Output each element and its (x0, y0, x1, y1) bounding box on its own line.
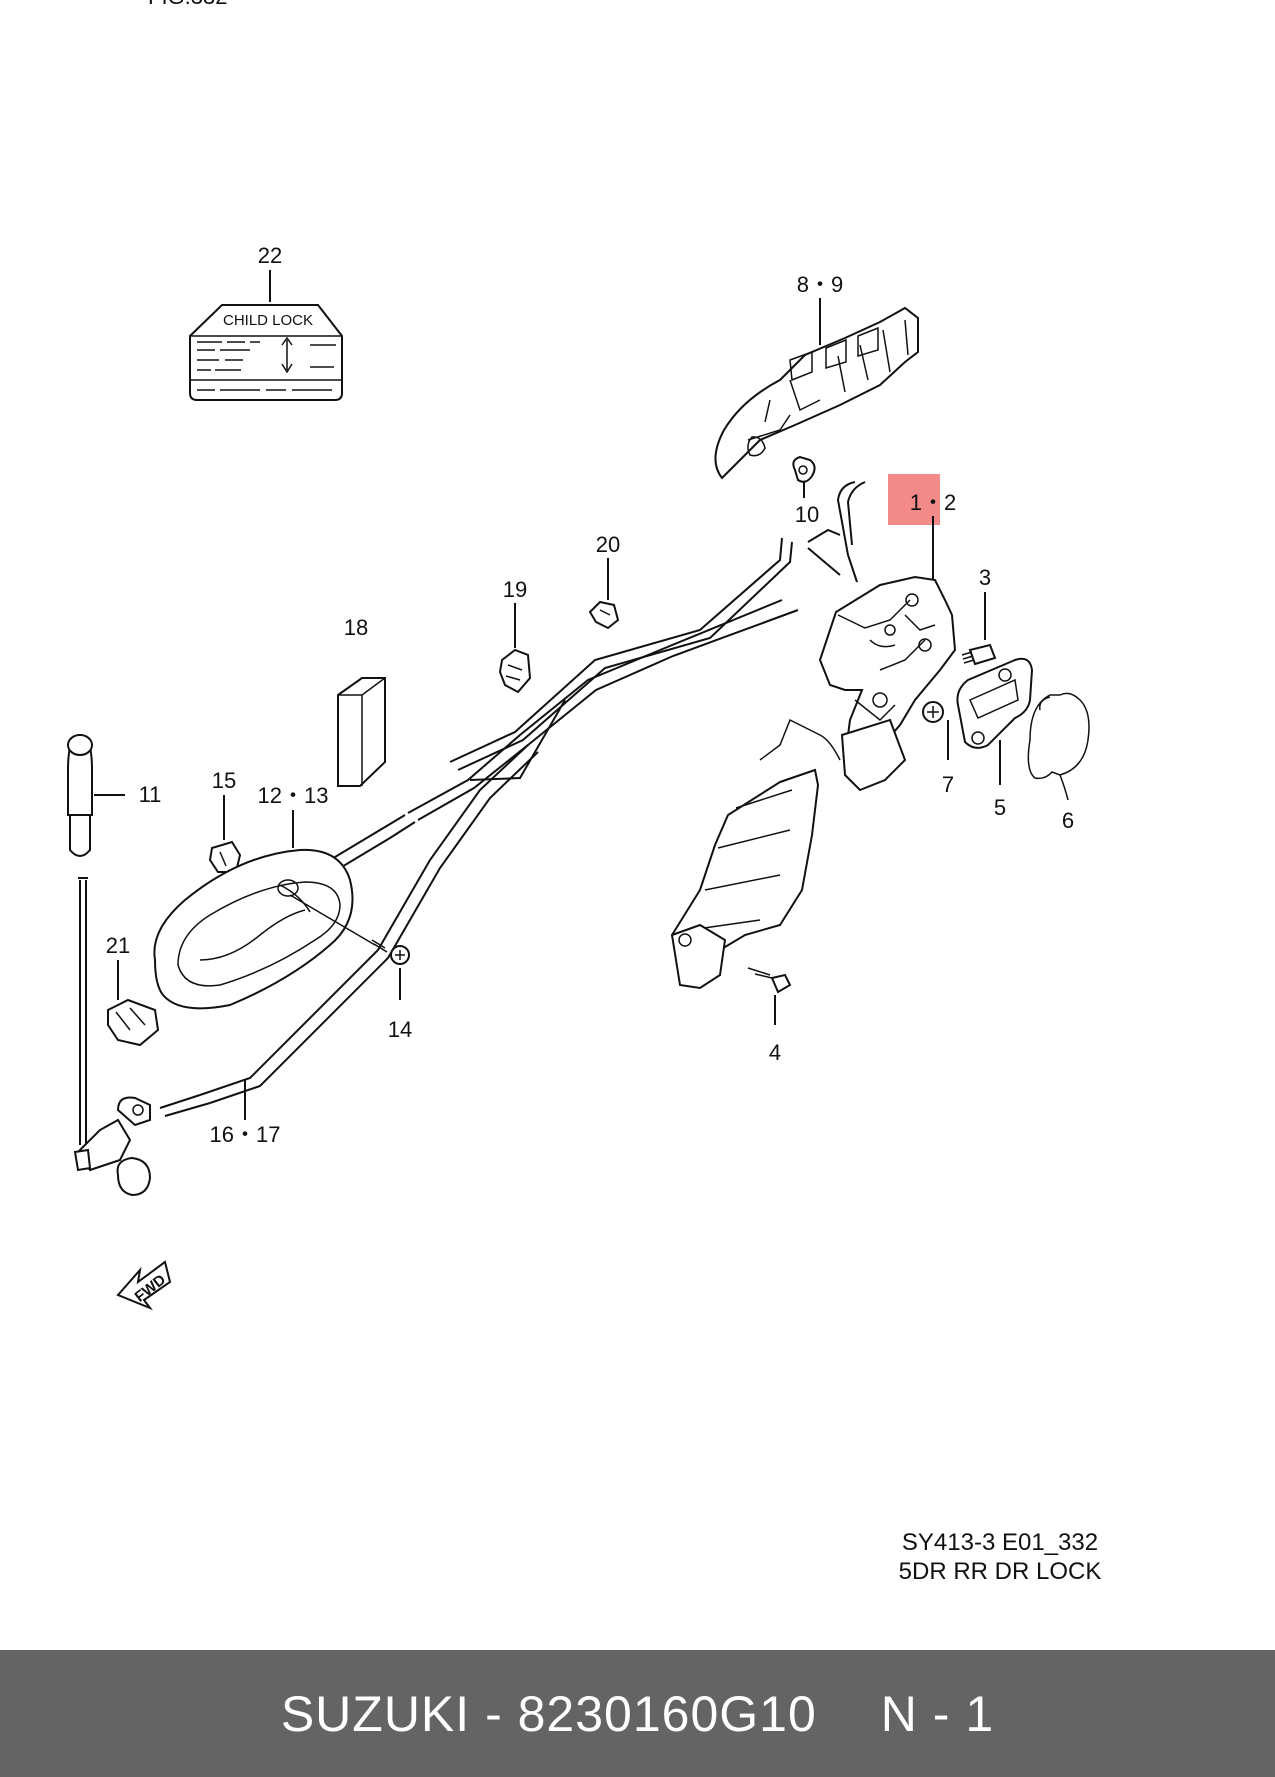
part-21-clip-rod: 21 (78, 877, 160, 1145)
figure-title-fragment: FIG.332 (148, 0, 227, 9)
callout-11: 11 (139, 782, 162, 807)
part-18-pad: 18 (337, 615, 386, 787)
footer-bar: SUZUKI - 8230160G10 N - 1 (0, 1650, 1275, 1777)
callout-15: 15 (212, 768, 236, 793)
part-12-13-inside-handle: 12・13 (153, 783, 354, 1010)
callout-1-2: 1・2 (910, 490, 956, 515)
part-4-bolt-actuator: 4 (670, 718, 841, 1065)
footer-position: N - 1 (880, 1685, 995, 1742)
part-11-lock-knob: 11 (67, 733, 162, 857)
footer-separator: - (470, 1685, 518, 1742)
callout-22: 22 (258, 243, 282, 268)
callout-14: 14 (388, 1017, 412, 1042)
child-lock-text: CHILD LOCK (223, 312, 313, 329)
callout-19: 19 (503, 577, 527, 602)
callout-18: 18 (344, 615, 368, 640)
callout-4: 4 (769, 1040, 781, 1065)
part-6-gasket: 6 (1027, 692, 1090, 833)
footer-brand: SUZUKI (280, 1685, 471, 1742)
highlight-marker (888, 474, 940, 525)
part-3-screw: 3 (961, 565, 997, 666)
part-20-clip: 20 (588, 532, 620, 630)
fwd-arrow-icon: FWD (116, 1260, 172, 1311)
part-10-clip: 10 (792, 455, 819, 527)
callout-20: 20 (596, 532, 620, 557)
footer-part-number: 8230160G10 (517, 1685, 817, 1742)
callout-8-9: 8・9 (797, 272, 843, 297)
part-16-17-rod-bellcrank: 16・17 (73, 1080, 281, 1197)
callout-12-13: 12・13 (258, 783, 329, 808)
part-1-2-door-lock-assembly: 1・2 (807, 474, 956, 792)
part-15-clip: 15 (208, 768, 242, 873)
callout-16-17: 16・17 (210, 1122, 281, 1147)
parts-diagram: FIG.332 22 CHILD LOCK 8・9 10 1・2 (67, 0, 1102, 1585)
illustration-title: 5DR RR DR LOCK (899, 1558, 1102, 1585)
callout-21: 21 (106, 933, 130, 958)
illustration-code: SY413-3 E01_332 (902, 1529, 1098, 1556)
callout-3: 3 (979, 565, 991, 590)
part-5-striker: 5 (956, 657, 1034, 820)
callout-5: 5 (994, 795, 1006, 820)
part-22-child-lock-label: 22 CHILD LOCK (189, 243, 343, 401)
callout-10: 10 (795, 502, 819, 527)
part-19-clip: 19 (498, 577, 532, 694)
part-8-9-outside-handle: 8・9 (714, 272, 919, 480)
callout-6: 6 (1062, 808, 1074, 833)
part-14-screw: 14 (289, 894, 412, 1042)
callout-7: 7 (942, 772, 954, 797)
link-rods (159, 537, 799, 1117)
part-7-screw: 7 (922, 701, 954, 797)
